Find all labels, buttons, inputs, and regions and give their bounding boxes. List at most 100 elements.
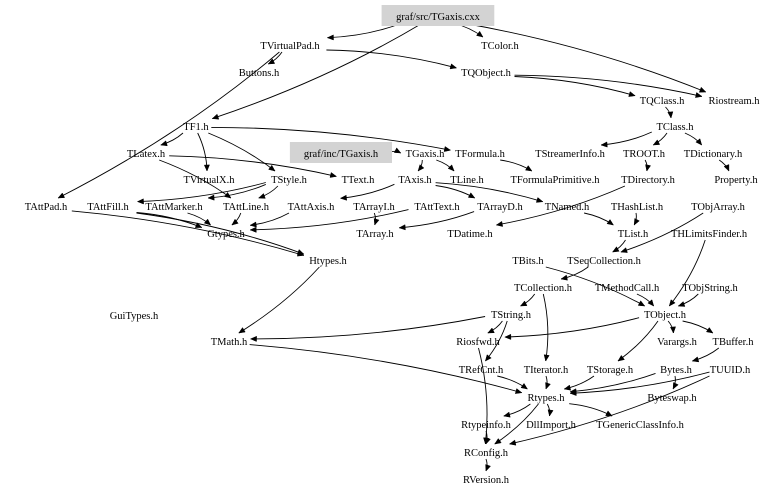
node-rtypeinfo[interactable]: Rtypeinfo.h — [461, 420, 512, 431]
node-riosfwd[interactable]: Riosfwd.h — [456, 337, 500, 348]
node-tbuffer[interactable]: TBuffer.h — [713, 337, 755, 348]
node-tformulaprimitive[interactable]: TFormulaPrimitive.h — [511, 175, 601, 186]
node-tgaxis_h_inc[interactable]: graf/inc/TGaxis.h — [289, 142, 392, 163]
node-tvirtualpad[interactable]: TVirtualPad.h — [260, 41, 320, 52]
node-label: TBits.h — [512, 256, 544, 267]
node-label: TStorage.h — [587, 365, 634, 376]
edge-tuuid-to-rtypes — [570, 371, 710, 394]
node-ttext[interactable]: TText.h — [342, 175, 376, 186]
node-trefcnt[interactable]: TRefCnt.h — [459, 365, 504, 376]
node-troot[interactable]: TROOT.h — [623, 149, 666, 160]
node-label: TObjString.h — [682, 283, 738, 294]
node-gtypes[interactable]: Gtypes.h — [207, 229, 245, 240]
node-label: TText.h — [342, 175, 376, 186]
node-tgaxis_h[interactable]: TGaxis.h — [406, 149, 446, 160]
node-label: TVirtualX.h — [184, 175, 236, 186]
node-tattpad[interactable]: TAttPad.h — [25, 202, 68, 213]
edge-tattpad-to-htypes — [71, 210, 304, 256]
node-tclass[interactable]: TClass.h — [656, 122, 694, 133]
node-tarray[interactable]: TArray.h — [356, 229, 394, 240]
node-tstring[interactable]: TString.h — [491, 310, 532, 321]
node-tbits[interactable]: TBits.h — [512, 256, 544, 267]
edge-tobjarray-to-tseqcollection — [620, 212, 704, 253]
node-tformula[interactable]: TFormula.h — [455, 149, 506, 160]
arrowhead-icon — [535, 197, 544, 203]
edge-tattfill-to-htypes — [136, 212, 304, 255]
arrowhead-icon — [267, 58, 276, 65]
node-buttons[interactable]: Buttons.h — [239, 68, 280, 79]
arrowhead-icon — [467, 192, 476, 199]
node-tobjarray[interactable]: TObjArray.h — [691, 202, 745, 213]
node-label: TAttFill.h — [87, 202, 129, 213]
node-thlimitsfinder[interactable]: THLimitsFinder.h — [671, 229, 748, 240]
node-tlatex[interactable]: TLatex.h — [127, 149, 166, 160]
node-tqclass[interactable]: TQClass.h — [640, 96, 685, 107]
arrowhead-icon — [249, 221, 257, 228]
node-riostream[interactable]: Riostream.h — [708, 96, 760, 107]
node-bytes[interactable]: Bytes.h — [660, 365, 693, 376]
node-varargs[interactable]: Varargs.h — [657, 337, 698, 348]
node-tdirectory[interactable]: TDirectory.h — [621, 175, 676, 186]
arrowhead-icon — [268, 164, 276, 172]
arrowhead-icon — [620, 247, 628, 253]
node-tarrayi[interactable]: TArrayI.h — [353, 202, 395, 213]
node-highlight-box — [381, 5, 495, 26]
node-property[interactable]: Property.h — [714, 175, 758, 186]
node-label: TFormulaPrimitive.h — [511, 175, 601, 186]
node-dllimport[interactable]: DllImport.h — [526, 420, 577, 431]
node-tstorage[interactable]: TStorage.h — [587, 365, 634, 376]
node-tstreamerinfo[interactable]: TStreamerInfo.h — [535, 149, 605, 160]
node-rversion[interactable]: RVersion.h — [463, 475, 510, 486]
arrowhead-icon — [612, 246, 620, 253]
node-tseqcollection[interactable]: TSeqCollection.h — [567, 256, 642, 267]
node-thashlist[interactable]: THashList.h — [611, 202, 664, 213]
node-tattfill[interactable]: TAttFill.h — [87, 202, 129, 213]
node-tcollection[interactable]: TCollection.h — [514, 283, 573, 294]
node-label: RVersion.h — [463, 475, 510, 486]
node-label: TAttText.h — [414, 202, 460, 213]
node-tstyle[interactable]: TStyle.h — [271, 175, 308, 186]
node-tattline[interactable]: TAttLine.h — [223, 202, 270, 213]
arrowhead-icon — [691, 356, 700, 363]
node-tline[interactable]: TLine.h — [450, 175, 484, 186]
node-tmath[interactable]: TMath.h — [211, 337, 248, 348]
node-tattmarker[interactable]: TAttMarker.h — [145, 202, 203, 213]
node-tcolor[interactable]: TColor.h — [481, 41, 519, 52]
node-titerator[interactable]: TIterator.h — [524, 365, 569, 376]
node-tf1[interactable]: TF1.h — [183, 122, 209, 133]
node-tnamed[interactable]: TNamed.h — [545, 202, 590, 213]
node-tuuid[interactable]: TUUID.h — [710, 365, 751, 376]
node-tgenericclassinfo[interactable]: TGenericClassInfo.h — [596, 420, 685, 431]
node-label: TGenericClassInfo.h — [596, 420, 685, 431]
node-tlist[interactable]: TList.h — [618, 229, 649, 240]
node-tgaxis_cxx[interactable]: graf/src/TGaxis.cxx — [381, 5, 495, 26]
arrowhead-icon — [670, 326, 676, 334]
node-byteswap[interactable]: Byteswap.h — [647, 393, 697, 404]
node-tatttext[interactable]: TAttText.h — [414, 202, 460, 213]
node-label: RConfig.h — [464, 448, 509, 459]
arrowhead-icon — [672, 382, 679, 390]
edge-rtypes-to-tgenericclassinfo — [569, 403, 613, 417]
arrowhead-icon — [296, 249, 305, 255]
arrowhead-icon — [504, 333, 512, 340]
node-tqobject[interactable]: TQObject.h — [461, 68, 512, 79]
node-tdatime[interactable]: TDatime.h — [447, 229, 493, 240]
node-tattaxis[interactable]: TAttAxis.h — [288, 202, 335, 213]
node-tarrayd[interactable]: TArrayD.h — [477, 202, 523, 213]
node-tobjstring[interactable]: TObjString.h — [682, 283, 738, 294]
node-label: THLimitsFinder.h — [671, 229, 748, 240]
node-rconfig[interactable]: RConfig.h — [464, 448, 509, 459]
edge-tbits-to-tobject — [545, 266, 645, 307]
arrowhead-icon — [417, 164, 425, 172]
node-tdictionary[interactable]: TDictionary.h — [684, 149, 743, 160]
node-taxis[interactable]: TAxis.h — [398, 175, 432, 186]
node-rtypes[interactable]: Rtypes.h — [527, 393, 565, 404]
node-tvirtualx[interactable]: TVirtualX.h — [184, 175, 236, 186]
node-label: Rtypeinfo.h — [461, 420, 512, 431]
node-tmethodcall[interactable]: TMethodCall.h — [595, 283, 660, 294]
node-htypes[interactable]: Htypes.h — [309, 256, 347, 267]
edge-tmath-to-rtypes — [249, 344, 522, 394]
node-guitypes[interactable]: GuiTypes.h — [110, 311, 159, 322]
arrowhead-icon — [647, 299, 655, 307]
node-tobject[interactable]: TObject.h — [644, 310, 687, 321]
